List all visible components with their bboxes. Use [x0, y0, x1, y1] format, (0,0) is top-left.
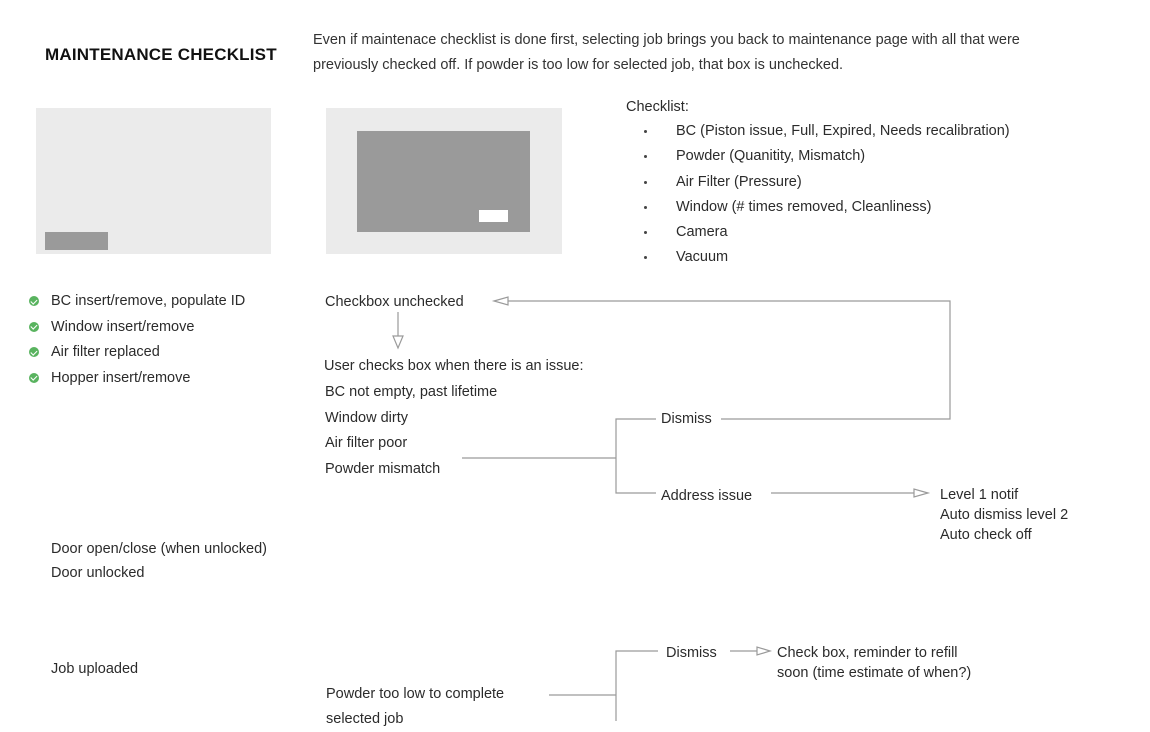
door-item: Door open/close (when unlocked) [51, 541, 268, 557]
checklist-item: Camera [626, 220, 1010, 245]
completed-item-label: BC insert/remove, populate ID [51, 293, 246, 309]
thumbnail-dialog-button [479, 210, 508, 222]
issue-list: BC not empty, past lifetime Window dirty… [325, 380, 497, 482]
refill-reminder-line: Check box, reminder to refill [777, 645, 958, 661]
completed-item: Hopper insert/remove [29, 366, 245, 392]
checklist: BC (Piston issue, Full, Expired, Needs r… [626, 119, 1010, 271]
completed-item: Air filter replaced [29, 340, 245, 366]
checklist-label: Checklist: [626, 99, 689, 115]
maintenance-screen-thumbnail [36, 108, 271, 254]
refill-reminder-node: Check box, reminder to refill soon (time… [777, 643, 971, 683]
completed-item-label: Window insert/remove [51, 318, 195, 335]
thumbnail-dialog-placeholder [357, 131, 530, 232]
page-description: Even if maintenace checklist is done fir… [313, 28, 1020, 78]
issue-item: Powder mismatch [325, 460, 441, 477]
checklist-item: Vacuum [626, 245, 1010, 270]
check-circle-icon [29, 321, 39, 332]
address-result-item: Auto check off [940, 527, 1032, 543]
job-dismiss-node: Dismiss [666, 645, 717, 661]
connector-job-split [615, 650, 658, 721]
issue-item: BC not empty, past lifetime [325, 384, 498, 400]
address-issue-node: Address issue [661, 488, 753, 504]
check-circle-icon [29, 347, 39, 357]
checklist-item: BC (Piston issue, Full, Expired, Needs r… [626, 119, 1010, 144]
dismiss-node: Dismiss [661, 411, 712, 427]
issue-item: Air filter poor [325, 435, 408, 451]
issue-item: Window dirty [325, 409, 408, 426]
description-line: previously checked off. If powder is too… [313, 57, 844, 73]
completed-item-label: Air filter replaced [51, 344, 160, 360]
arrowhead-icon [491, 296, 509, 306]
completed-item: BC insert/remove, populate ID [29, 289, 245, 315]
page-title: MAINTENANCE CHECKLIST [45, 45, 277, 64]
checklist-item: Powder (Quanitity, Mismatch) [626, 144, 1010, 169]
check-circle-icon [29, 372, 39, 383]
refill-reminder-line: soon (time estimate of when?) [777, 665, 972, 681]
description-line: Even if maintenace checklist is done fir… [313, 32, 1020, 48]
completed-item-label: Hopper insert/remove [51, 369, 191, 386]
issue-intro: User checks box when there is an issue: [324, 358, 584, 374]
arrowhead-icon [913, 488, 931, 498]
completed-item: Window insert/remove [29, 315, 245, 341]
connector-branch [615, 418, 656, 494]
connector-dismiss-loop [496, 300, 951, 420]
checklist-item: Air Filter (Pressure) [626, 170, 1010, 195]
address-result-item: Level 1 notif [940, 487, 1019, 503]
dialog-screen-thumbnail [326, 108, 562, 254]
checklist-item: Window (# times removed, Cleanliness) [626, 195, 1010, 220]
arrowhead-icon [756, 646, 773, 656]
thumbnail-button-placeholder [45, 232, 108, 250]
check-circle-icon [29, 296, 39, 306]
arrowhead-icon [392, 335, 404, 350]
door-item: Door unlocked [51, 565, 145, 581]
job-uploaded: Job uploaded [51, 661, 139, 677]
address-results: Level 1 notif Auto dismiss level 2 Auto … [940, 485, 1068, 545]
address-result-item: Auto dismiss level 2 [940, 507, 1069, 523]
powder-too-low-line: Powder too low to complete [326, 686, 505, 702]
checkbox-unchecked-node: Checkbox unchecked [325, 294, 464, 310]
completed-list: BC insert/remove, populate ID Window ins… [29, 289, 245, 391]
